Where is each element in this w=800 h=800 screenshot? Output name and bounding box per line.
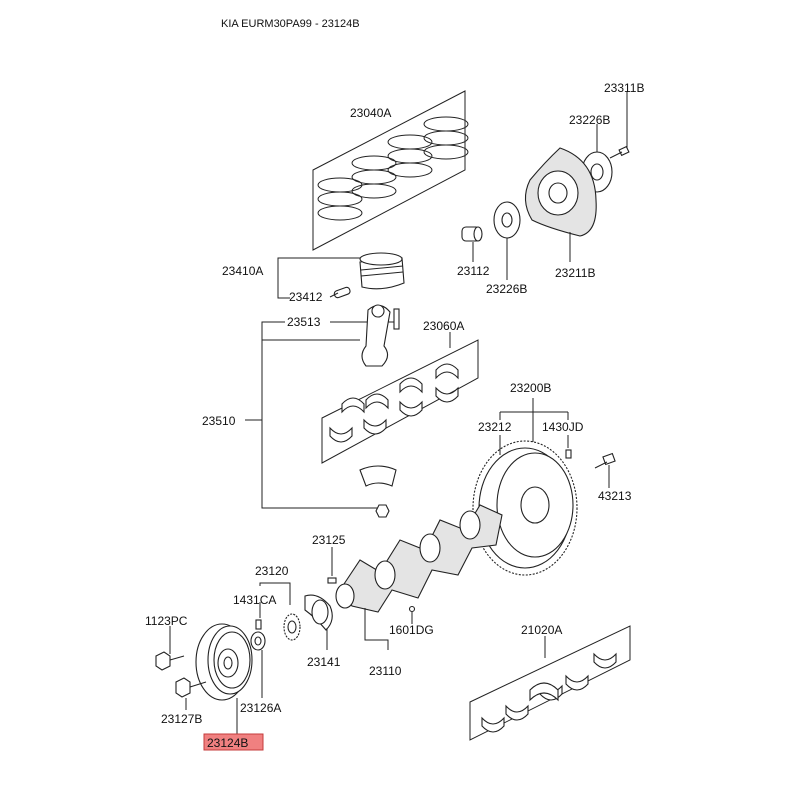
label-1430JD[interactable]: 1430JD <box>542 420 584 434</box>
label-23125[interactable]: 23125 <box>312 533 346 547</box>
diagram-title: KIA EURM30PA99 - 23124B <box>221 18 360 30</box>
label-1431CA[interactable]: 1431CA <box>233 593 276 607</box>
label-23126A[interactable]: 23126A <box>240 701 281 715</box>
sprocket[interactable] <box>283 613 301 641</box>
drive-plate[interactable] <box>524 147 597 237</box>
highlight-23124B[interactable] <box>203 733 264 751</box>
label-23510[interactable]: 23510 <box>202 414 236 428</box>
washer[interactable] <box>250 631 266 651</box>
piston[interactable] <box>359 252 405 290</box>
label-23112[interactable]: 23112 <box>457 264 490 278</box>
label-1123PC[interactable]: 1123PC <box>145 614 188 628</box>
reinforcement-plate-bottom[interactable] <box>493 201 521 239</box>
label-23226B-bottom[interactable]: 23226B <box>486 282 527 296</box>
bolt-1123PC[interactable] <box>155 651 185 671</box>
flex-plate-bolt[interactable] <box>609 145 630 159</box>
key-23125[interactable] <box>327 577 337 584</box>
label-43213[interactable]: 43213 <box>598 489 632 503</box>
flywheel-bolt[interactable] <box>594 452 616 488</box>
label-23120[interactable]: 23120 <box>255 564 289 578</box>
label-23110[interactable]: 23110 <box>369 664 402 678</box>
label-23211B[interactable]: 23211B <box>555 266 595 280</box>
label-23311B[interactable]: 23311B <box>604 81 644 95</box>
label-23226B-top[interactable]: 23226B <box>569 113 610 127</box>
label-23410A[interactable]: 23410A <box>222 264 263 278</box>
label-23141[interactable]: 23141 <box>307 655 341 669</box>
label-23212[interactable]: 23212 <box>478 420 512 434</box>
crankshaft[interactable] <box>335 504 503 613</box>
label-23513[interactable]: 23513 <box>287 315 321 329</box>
label-23124B[interactable]: 23124B <box>207 736 248 750</box>
flywheel[interactable] <box>472 440 578 576</box>
conrod-bearing-set[interactable] <box>321 339 479 464</box>
label-23060A[interactable]: 23060A <box>423 319 464 333</box>
dowel-pin-1430JD[interactable] <box>565 449 572 459</box>
label-23040A[interactable]: 23040A <box>350 106 391 120</box>
damper-pulley[interactable] <box>195 623 253 701</box>
label-1601DG[interactable]: 1601DG <box>389 623 434 637</box>
thrust-plate[interactable] <box>304 594 333 631</box>
connecting-rod[interactable] <box>359 304 400 518</box>
label-23200B[interactable]: 23200B <box>510 381 551 395</box>
main-bearing-set[interactable] <box>469 625 631 741</box>
spacer-23112[interactable] <box>461 226 483 242</box>
key-1431CA[interactable] <box>255 619 262 630</box>
piston-pin[interactable] <box>333 286 351 299</box>
label-23412[interactable]: 23412 <box>289 290 323 304</box>
label-23127B[interactable]: 23127B <box>161 712 202 726</box>
bolt-23127B[interactable] <box>175 677 207 698</box>
piston-ring-set[interactable] <box>312 90 469 251</box>
label-21020A[interactable]: 21020A <box>521 623 562 637</box>
